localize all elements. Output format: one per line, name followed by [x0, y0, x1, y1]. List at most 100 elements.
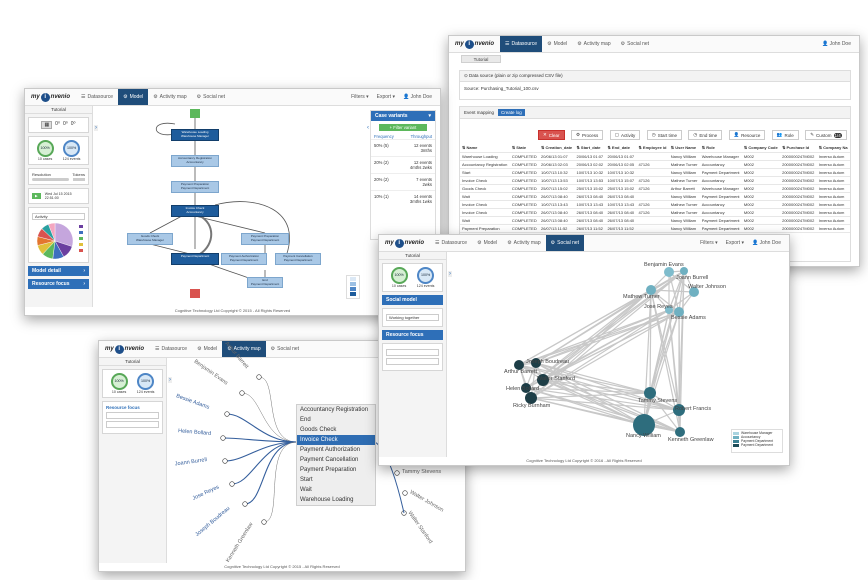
tab-datasource[interactable]: ☰ Datasource	[81, 94, 114, 100]
tokens-slider[interactable]	[73, 178, 85, 181]
process-button[interactable]: ⚙ Process	[571, 130, 604, 140]
user-menu[interactable]: 👤 John Doe	[402, 94, 432, 100]
tab-datasource[interactable]: ☰ Datasource	[435, 240, 468, 246]
activity-menu-item[interactable]: Payment Authorization	[300, 447, 361, 453]
custom-button[interactable]: ✎ Custom 1/4	[805, 130, 847, 140]
tree-person-label[interactable]: Tammy Stevens	[402, 469, 442, 475]
subtab-tutorial[interactable]: Tutorial	[379, 252, 446, 260]
end-time-button[interactable]: ◷ End time	[688, 130, 723, 140]
model-detail-header[interactable]: Model detail›	[28, 266, 89, 276]
collapse-toggle[interactable]: ›	[448, 271, 452, 277]
column-header[interactable]: ⇅ Role	[699, 144, 742, 153]
person-label[interactable]: Ricky Burnham	[513, 403, 551, 409]
role-button[interactable]: 👥 Role	[771, 130, 799, 140]
activity-menu-item[interactable]: Start	[300, 477, 313, 483]
user-menu[interactable]: 👤 John Doe	[751, 240, 781, 246]
tab-social-net[interactable]: ⚙ Social net	[196, 94, 226, 100]
column-header[interactable]: ⇅ Purchase Id	[780, 144, 817, 153]
resource-select-1[interactable]	[106, 412, 159, 419]
filter-variant-button[interactable]: + Filter variant	[379, 124, 427, 131]
person-label[interactable]: Mathew Turner	[623, 294, 660, 300]
subtab-tutorial[interactable]: Tutorial	[25, 106, 92, 114]
activity-menu-item[interactable]: Payment Preparation	[300, 467, 357, 473]
activity-menu-item[interactable]: Warehouse Loading	[300, 497, 354, 503]
tab-activity-map[interactable]: ⚙ Activity map	[577, 41, 611, 47]
tab-activity-map[interactable]: ⚙ Activity map	[507, 240, 541, 246]
activity-button[interactable]: ▢ Activity	[609, 130, 641, 140]
person-label[interactable]: Robert Francis	[675, 406, 712, 412]
column-header[interactable]: ⇅ End_date	[605, 144, 637, 153]
freq-view-icon[interactable]: 0⁰	[55, 121, 60, 127]
play-button[interactable]: ▶	[32, 193, 41, 199]
clear-button[interactable]: ✕ Clear	[538, 130, 565, 140]
person-label[interactable]: Nancy William	[626, 433, 661, 439]
user-menu[interactable]: 👤 John Doe	[821, 41, 851, 47]
column-header[interactable]: ⇅ Creation_date	[539, 144, 575, 153]
collapse-toggle[interactable]: ›	[94, 125, 98, 131]
column-header[interactable]: ⇅ Employee id	[636, 144, 669, 153]
column-header[interactable]: ⇅ Company Code	[741, 144, 781, 153]
filters-menu[interactable]: Filters ▾	[351, 94, 369, 100]
tab-model[interactable]: ⚙ Model	[118, 89, 149, 105]
grid-view-icon[interactable]: ▦	[41, 121, 53, 129]
node-payment-department[interactable]: Payment Department	[171, 253, 219, 265]
case-variants-header[interactable]: Case variants▾	[371, 111, 435, 121]
person-label[interactable]: Benjamin Evans	[644, 262, 684, 268]
tab-social-net[interactable]: ⚙ Social net	[270, 346, 300, 352]
activity-menu-item[interactable]: End	[300, 417, 311, 423]
end-node[interactable]	[190, 289, 200, 298]
social-model-select[interactable]: Working together	[386, 314, 439, 321]
activity-menu-item[interactable]: Accountancy Registration	[300, 407, 369, 413]
start-node[interactable]	[190, 109, 200, 118]
person-label[interactable]: Kenneth Greenlaw	[668, 437, 714, 443]
activity-select[interactable]: Activity	[32, 213, 85, 220]
resource-select-2[interactable]	[106, 421, 159, 428]
person-label[interactable]: Tammy Stevens	[638, 398, 678, 404]
tab-activity-map[interactable]: ⚙ Activity map	[222, 341, 266, 357]
person-label[interactable]: Joann Burrell	[676, 275, 709, 281]
tab-datasource[interactable]: ☰ Datasource	[500, 36, 543, 52]
perf-view-icon[interactable]: 0⁰	[62, 121, 68, 127]
filters-menu[interactable]: Filters ▾	[700, 240, 718, 246]
collapse-toggle[interactable]: ›	[168, 377, 172, 383]
resource-select-1[interactable]	[386, 349, 439, 356]
resource-focus-header[interactable]: Resource focus›	[28, 279, 89, 289]
create-log-button[interactable]: Create log	[498, 109, 525, 116]
collapse-right-toggle[interactable]: ‹	[367, 125, 369, 131]
export-menu[interactable]: Export ▾	[376, 94, 395, 100]
resource-select-2[interactable]	[386, 358, 439, 365]
resource-button[interactable]: 👤 Resource	[728, 130, 766, 140]
column-header[interactable]: ⇅ User Name	[668, 144, 700, 153]
person-label[interactable]: Bessie Adams	[671, 315, 706, 321]
tab-social-net[interactable]: ⚙ Social net	[620, 41, 650, 47]
subtab-tutorial[interactable]: Tutorial	[461, 55, 501, 63]
person-label[interactable]: Walter Stanford	[537, 376, 576, 382]
person-label[interactable]: Helen Bollard	[506, 386, 540, 392]
activity-menu-item[interactable]: Payment Cancellation	[300, 457, 359, 463]
activity-menu-item[interactable]: Invoice Check	[297, 435, 375, 445]
column-header[interactable]: ⇅ Company Na	[816, 144, 850, 153]
subtab-tutorial[interactable]: Tutorial	[99, 358, 166, 366]
tab-model[interactable]: ⚙ Model	[197, 346, 218, 352]
column-header[interactable]: ⇅ Name	[460, 144, 510, 153]
resolution-slider[interactable]	[32, 178, 69, 181]
